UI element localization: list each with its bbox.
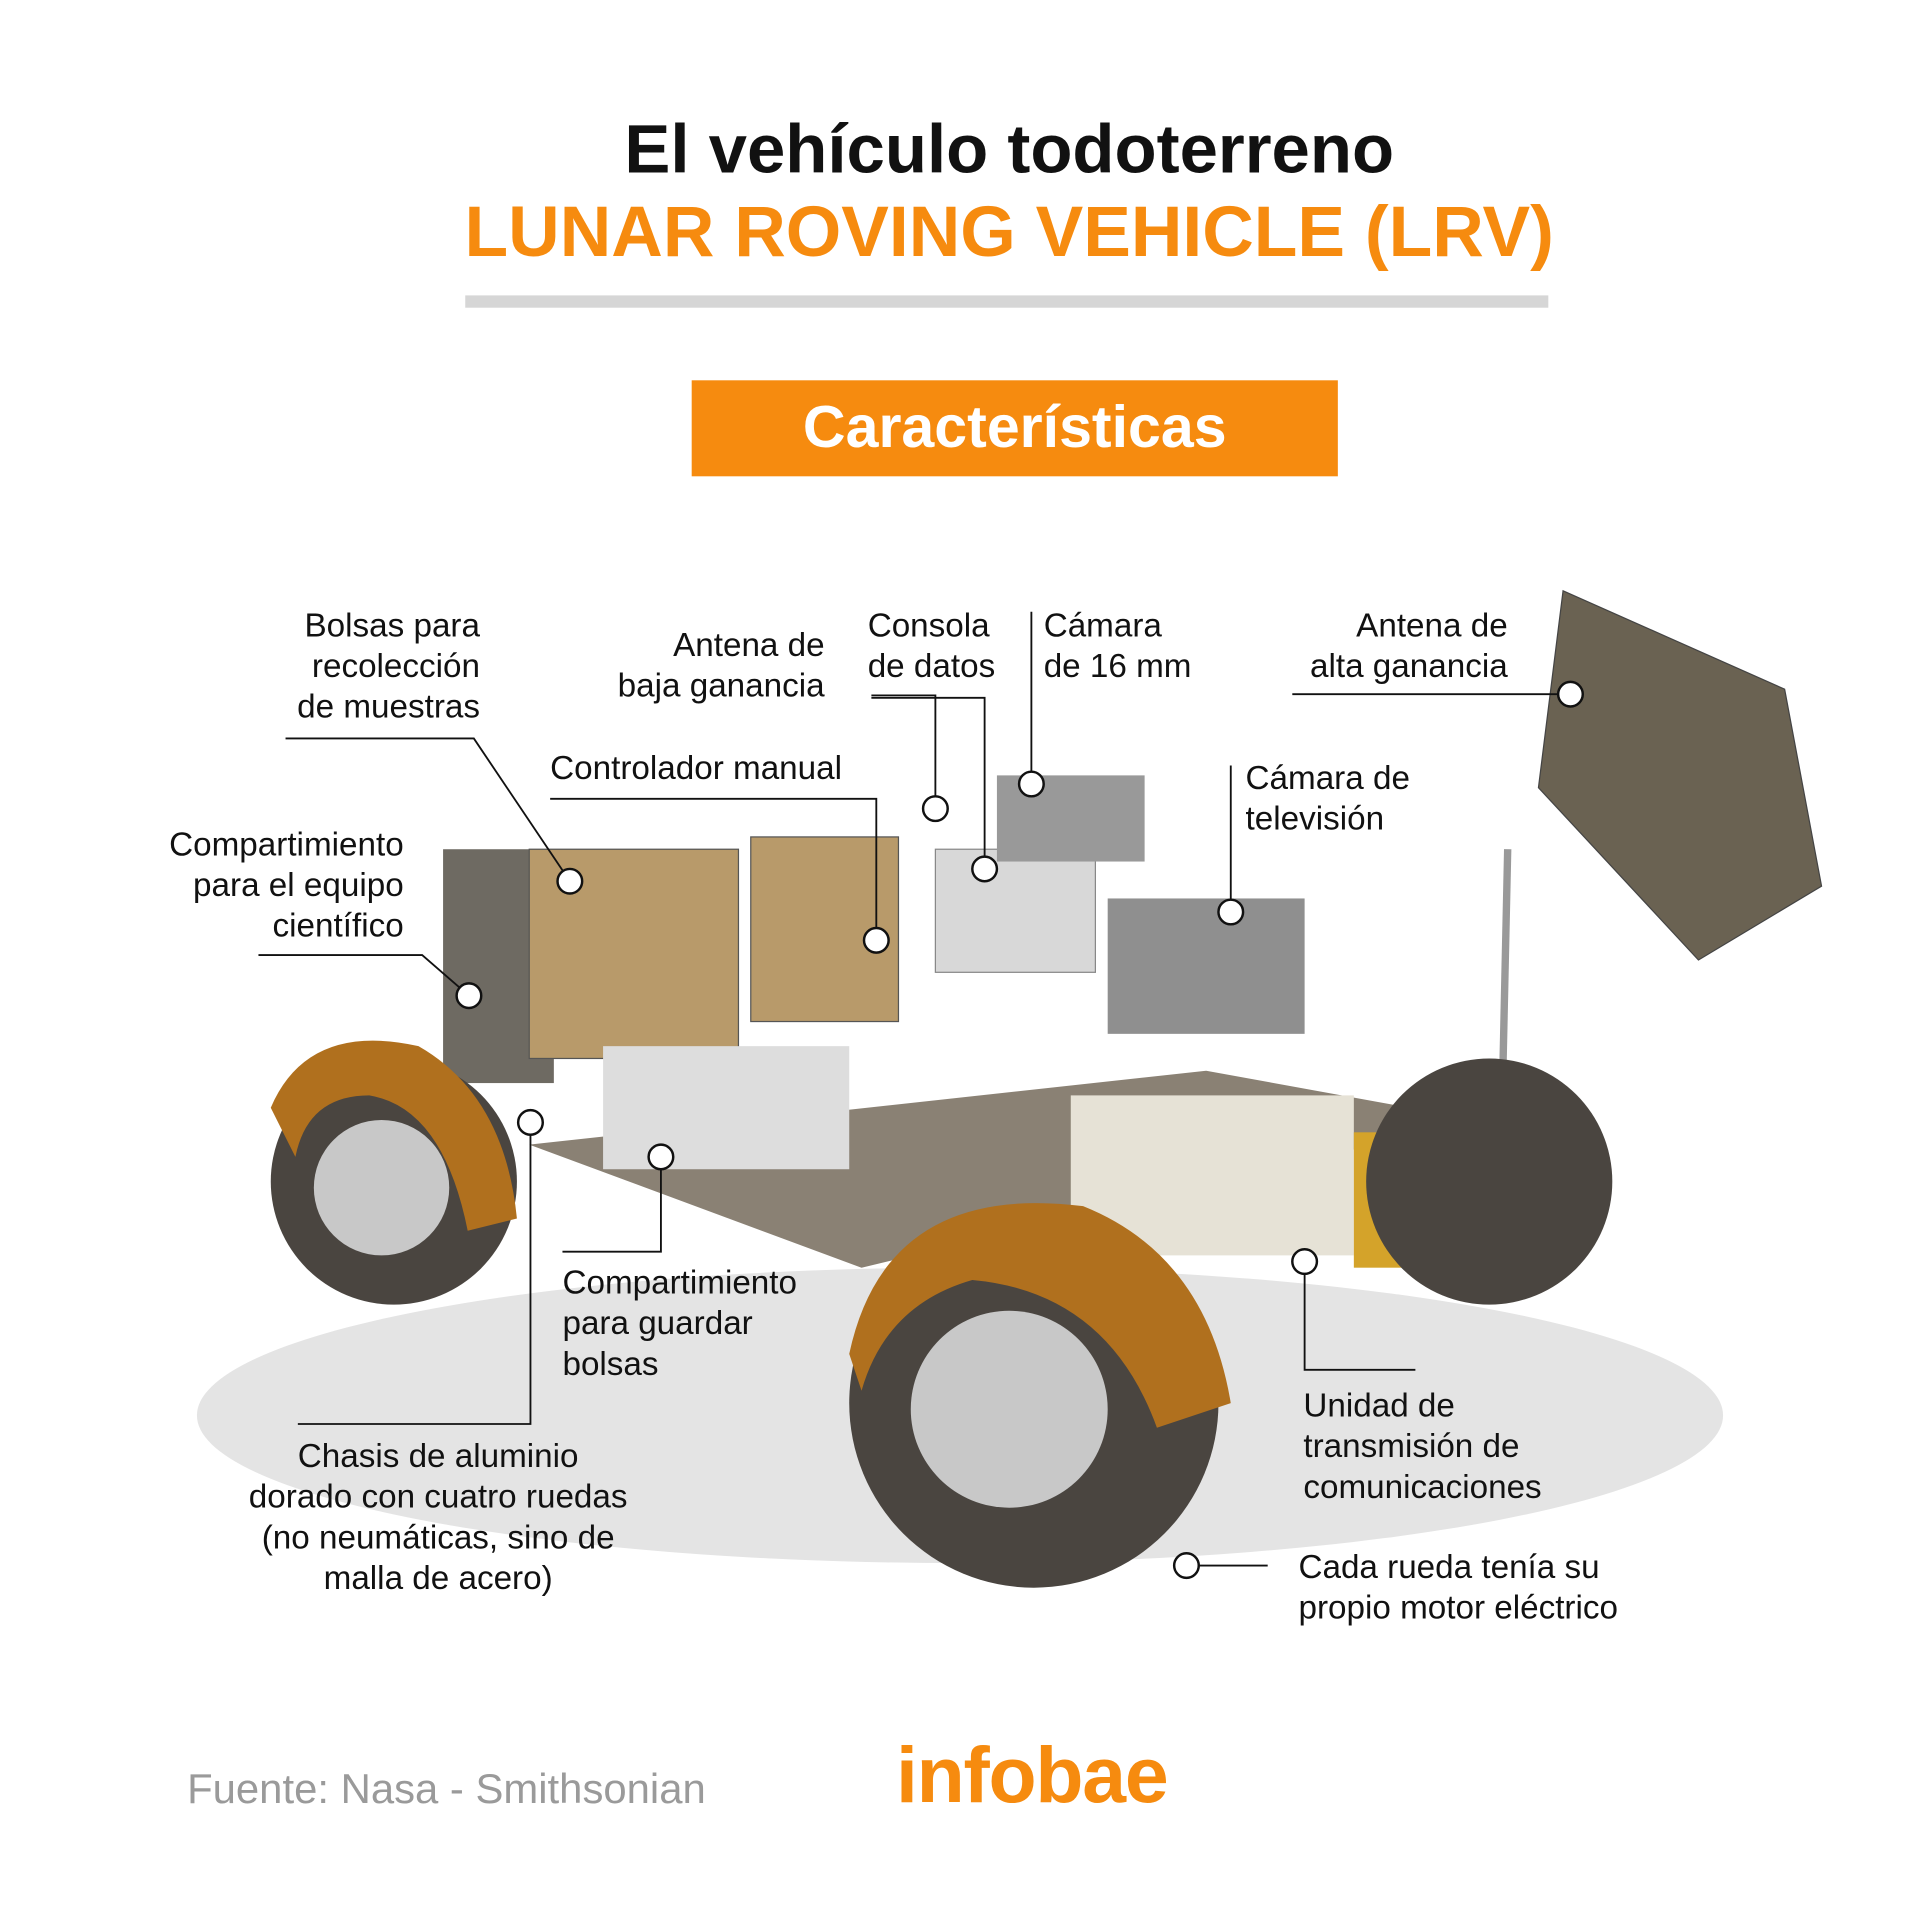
label-hand-controller: Controlador manual <box>550 749 843 787</box>
label-low-gain-antenna: Antena de baja ganancia <box>617 626 825 704</box>
divider <box>465 295 1549 308</box>
title: El vehículo todoterreno <box>624 109 1395 188</box>
wheels <box>270 1040 1613 1588</box>
leader-lines <box>258 611 1571 1567</box>
label-wheel-motor: Cada rueda tenía su propio motor eléctri… <box>1298 1548 1618 1626</box>
label-chassis: Chasis de aluminio dorado con cuatro rue… <box>248 1437 628 1597</box>
source-credit: Fuente: Nasa - Smithsonian <box>187 1766 706 1813</box>
label-comm-unit: Unidad de transmisión de comunicaciones <box>1303 1387 1542 1506</box>
section-badge: Características <box>691 380 1338 477</box>
callout-dots <box>455 680 1584 1580</box>
label-high-gain-antenna: Antena de alta ganancia <box>1309 606 1508 685</box>
label-tv-camera: Cámara de televisión <box>1245 759 1410 837</box>
label-sample-bags: Bolsas para recolección de muestras <box>297 606 480 725</box>
label-data-console: Consola de datos <box>867 606 996 685</box>
high-gain-antenna <box>1537 589 1823 961</box>
tv-camera <box>1107 898 1305 1034</box>
infobae-logo: infobae <box>895 1730 1169 1820</box>
label-16mm-camera: Cámara de 16 mm <box>1043 606 1192 685</box>
bag-compartment <box>603 1046 850 1170</box>
subtitle: LUNAR ROVING VEHICLE (LRV) <box>464 191 1554 272</box>
label-science-compartment: Compartimiento para el equipo científico <box>169 825 404 944</box>
label-bag-compartment: Compartimiento para guardar bolsas <box>562 1263 798 1383</box>
data-console <box>934 848 1096 973</box>
